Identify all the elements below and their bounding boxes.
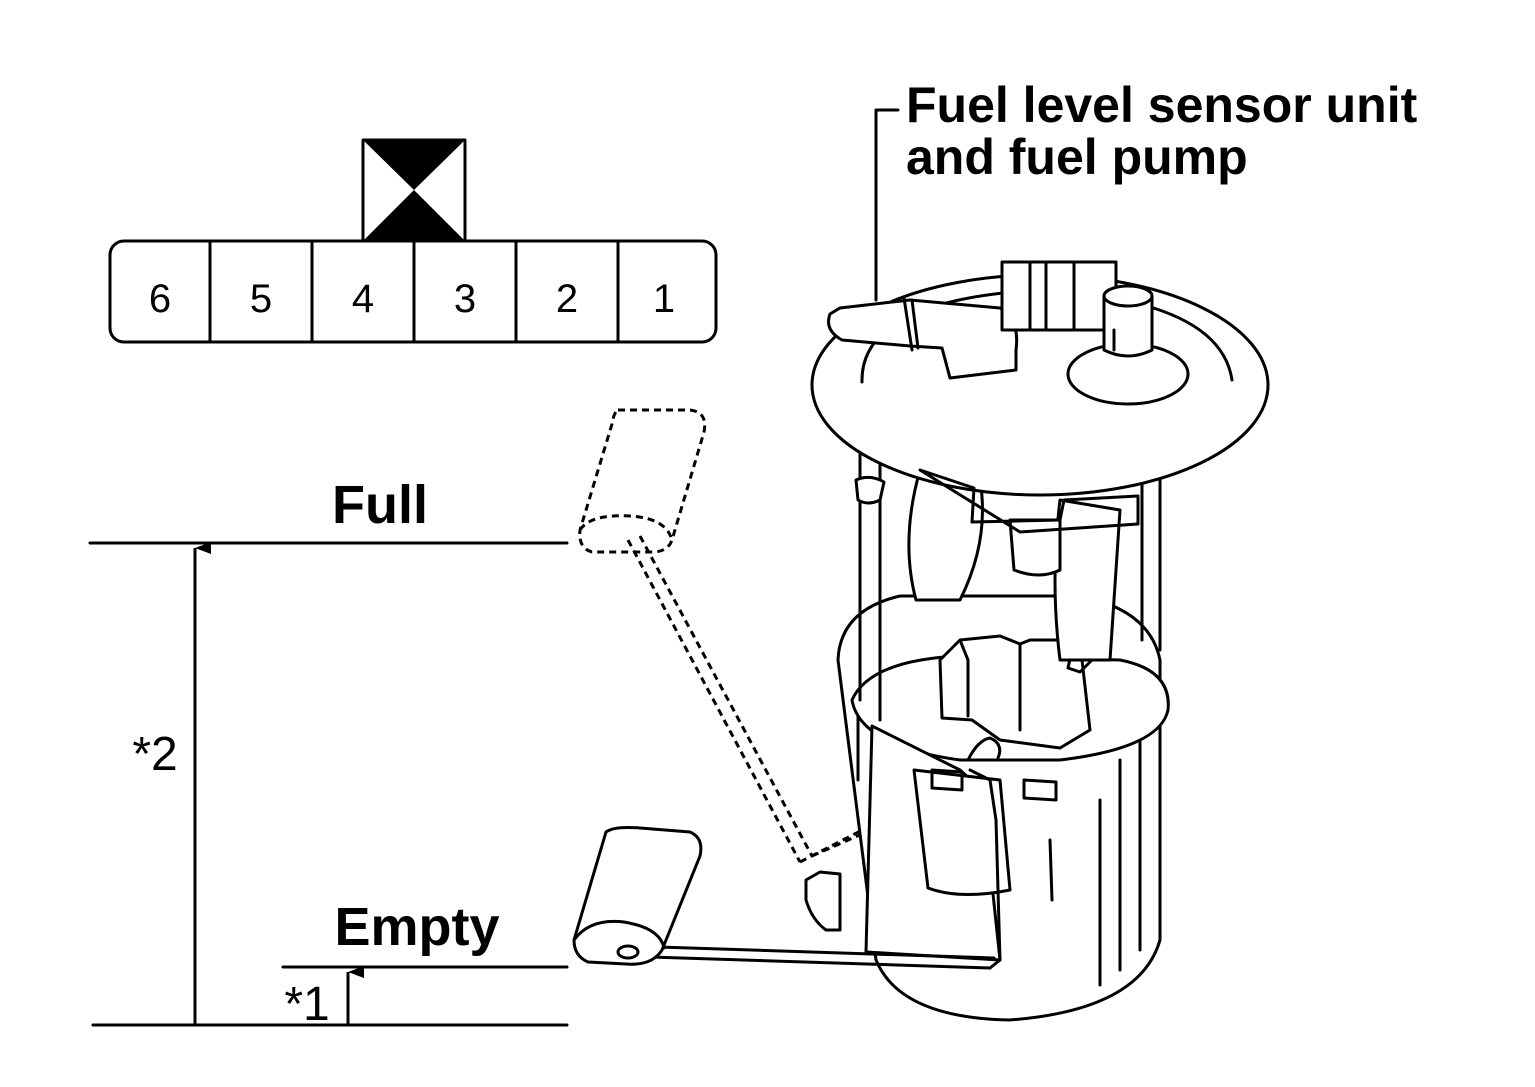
terminal-4: 4	[352, 277, 374, 321]
terminal-1: 1	[653, 277, 675, 321]
terminal-6: 6	[149, 277, 171, 321]
connector: 6 5 4 3 2 1	[108, 138, 718, 344]
empty-label: Empty	[334, 897, 499, 957]
terminal-5: 5	[250, 277, 272, 321]
fuel-pump-unit	[804, 108, 1270, 1022]
level-indicators: Full Empty *2 *1	[88, 475, 569, 1031]
full-label: Full	[332, 475, 428, 535]
terminal-3: 3	[454, 277, 476, 321]
dimension-offset-label: *1	[284, 978, 329, 1031]
dimension-total-label: *2	[132, 728, 177, 781]
component-label-line2: and fuel pump	[906, 129, 1248, 185]
terminal-2: 2	[556, 277, 578, 321]
connector-lock-tab	[361, 138, 467, 243]
component-label-line1: Fuel level sensor unit	[906, 77, 1418, 133]
float-empty-position	[572, 826, 996, 970]
component-leader-line	[874, 108, 900, 302]
